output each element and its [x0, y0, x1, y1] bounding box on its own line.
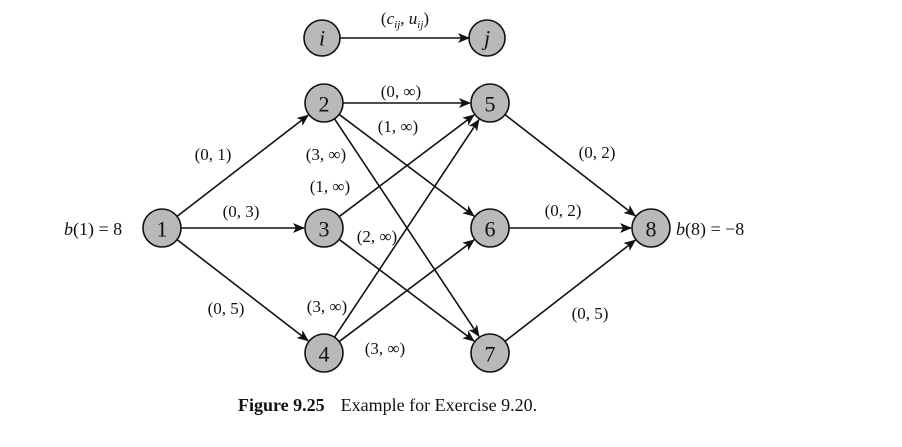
figure-number: Figure 9.25: [238, 395, 325, 415]
arc-4-6: [338, 239, 475, 343]
node-label: 2: [319, 92, 330, 117]
arc-label-2-7: (3, ∞): [306, 145, 346, 164]
legend-node-i-label: i: [319, 26, 325, 51]
node-7: 7: [470, 333, 510, 373]
legend-node-j: [468, 19, 506, 57]
node-circle: [142, 208, 182, 248]
node-6: 6: [470, 208, 510, 248]
node-label: 6: [485, 217, 496, 242]
supply-node-1: b(1) = 8: [64, 219, 122, 240]
legend-node-i: [303, 19, 341, 57]
arc-1-4: [176, 238, 309, 342]
legend-arc-label: (cij, uij): [381, 9, 429, 31]
arc-label-3-7: (2, ∞): [357, 227, 397, 246]
arc-label-7-8: (0, 5): [572, 304, 609, 323]
legend: i j (cij, uij): [303, 9, 506, 57]
figure-caption: Figure 9.25 Example for Exercise 9.20.: [238, 395, 537, 415]
arc-label-1-3: (0, 3): [223, 202, 260, 221]
node-circle: [631, 208, 671, 248]
node-8: 8: [631, 208, 671, 248]
node-label: 3: [319, 217, 330, 242]
node-label: 4: [319, 342, 330, 367]
arc-7-8: [504, 239, 636, 342]
edges: [176, 98, 636, 343]
arc-label-2-5: (0, ∞): [381, 82, 421, 101]
arc-label-4-6: (3, ∞): [365, 339, 405, 358]
node-circle: [470, 333, 510, 373]
node-label: 1: [157, 217, 168, 242]
node-circle: [304, 208, 344, 248]
arc-label-1-4: (0, 5): [208, 299, 245, 318]
node-2: 2: [304, 83, 344, 123]
node-4: 4: [304, 333, 344, 373]
arc-label-5-8: (0, 2): [579, 143, 616, 162]
legend-node-j-label: j: [481, 26, 490, 51]
arc-label-6-8: (0, 2): [545, 201, 582, 220]
arc-label-3-5: (1, ∞): [310, 177, 350, 196]
node-circle: [304, 333, 344, 373]
arc-3-5: [338, 114, 475, 218]
arc-1-2: [176, 114, 309, 218]
node-circle: [470, 208, 510, 248]
nodes: 1 2 3 4 5 6 7 8: [142, 83, 671, 373]
node-label: 8: [646, 217, 657, 242]
node-circle: [304, 83, 344, 123]
arc-label-1-2: (0, 1): [195, 145, 232, 164]
node-1: 1: [142, 208, 182, 248]
node-label: 5: [485, 92, 496, 117]
arc-4-5: [333, 118, 480, 338]
supply-node-8: b(8) = −8: [676, 219, 744, 240]
figure-caption-text: Example for Exercise 9.20.: [341, 395, 537, 415]
node-label: 7: [485, 342, 496, 367]
node-3: 3: [304, 208, 344, 248]
arc-label-2-6: (1, ∞): [378, 117, 418, 136]
node-5: 5: [470, 83, 510, 123]
arc-5-8: [504, 114, 636, 217]
arc-label-4-5: (3, ∞): [307, 297, 347, 316]
node-circle: [470, 83, 510, 123]
edge-labels: (0, 1) (0, 3) (0, 5) (0, ∞) (1, ∞) (3, ∞) (1, …: [195, 82, 616, 358]
